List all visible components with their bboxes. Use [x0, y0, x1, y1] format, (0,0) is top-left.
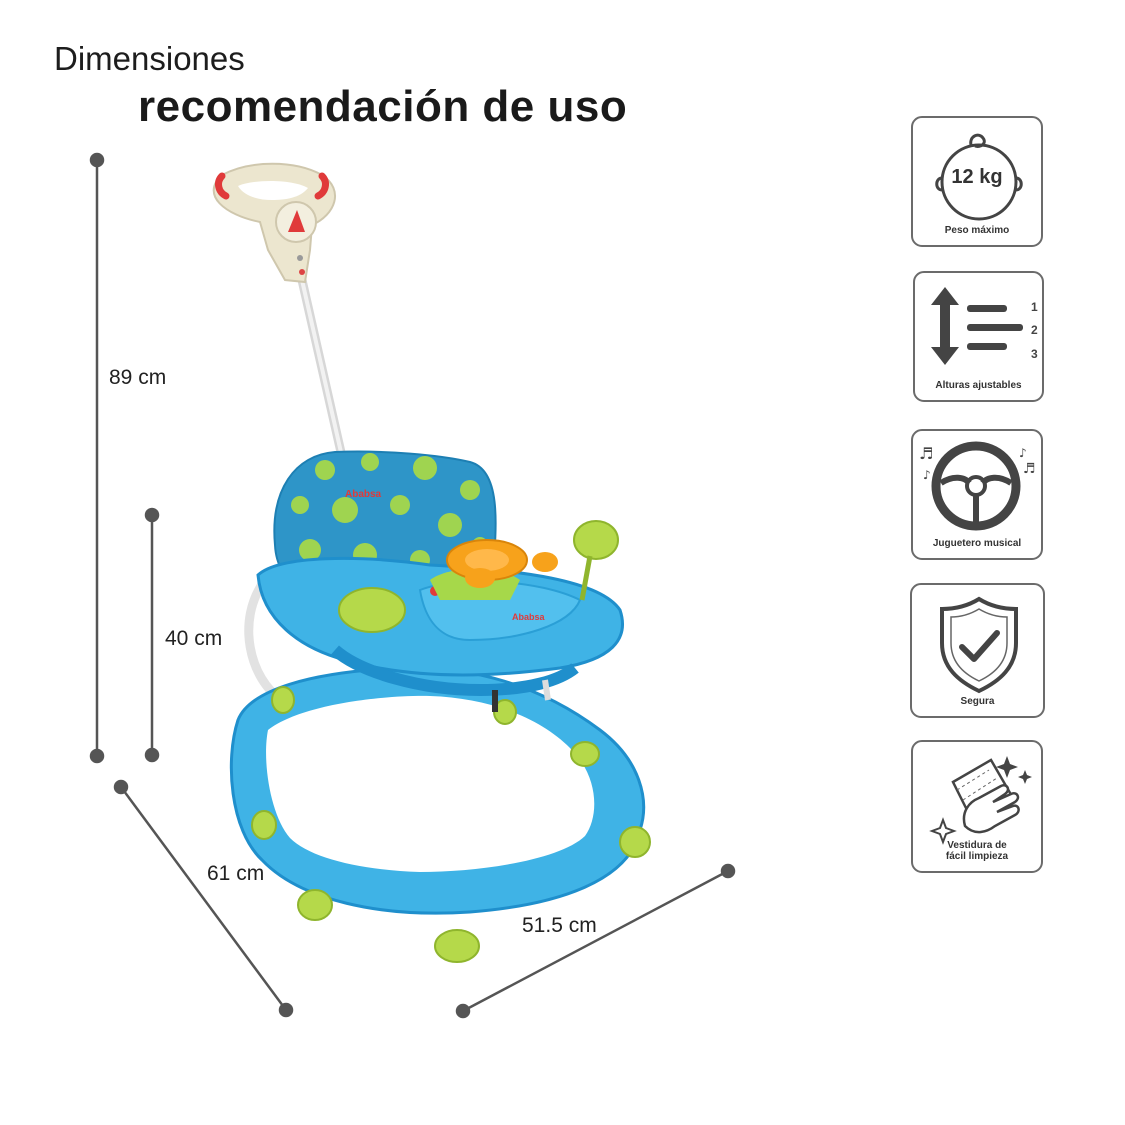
feature-safe: Segura [910, 583, 1045, 718]
shield-check-icon [940, 596, 1018, 694]
max-weight-label: Peso máximo [944, 225, 1010, 236]
height-level-2: 2 [1031, 323, 1038, 337]
heading-recomendacion: recomendación de uso [138, 82, 628, 131]
feature-easy-clean: Vestidura de fácil limpieza [911, 740, 1043, 873]
easy-clean-label-line1: Vestidura de [947, 840, 1007, 851]
dimension-width: 51.5 cm [522, 914, 597, 937]
easy-clean-label-line2: fácil limpieza [945, 851, 1009, 862]
cleaning-hand-icon [929, 756, 1032, 845]
svg-text:Ababsa: Ababsa [345, 489, 382, 500]
height-level-3: 3 [1031, 347, 1038, 361]
adjustable-heights-label: Alturas ajustables [935, 380, 1022, 391]
safe-label: Segura [960, 696, 995, 707]
adjustable-height-icon [931, 287, 1023, 365]
dimension-depth: 61 cm [207, 862, 265, 885]
feature-musical-toy: ♬ ♪ ♪ ♬ Juguetero musical [911, 429, 1043, 560]
svg-text:♪: ♪ [1019, 446, 1027, 460]
svg-text:♪: ♪ [923, 468, 931, 482]
svg-text:♬: ♬ [919, 444, 933, 463]
width-51-line [462, 869, 729, 1013]
height-level-1: 1 [1031, 300, 1038, 314]
max-weight-value: 12 kg [951, 166, 1003, 188]
dimension-total-height: 89 cm [109, 366, 167, 389]
baby-face-icon [935, 133, 1023, 221]
dimension-seat-height: 40 cm [165, 627, 223, 650]
depth-61-line [119, 786, 288, 1011]
svg-text:Ababsa: Ababsa [512, 612, 546, 622]
feature-max-weight: 12 kg Peso máximo [911, 116, 1043, 247]
steering-wheel-music-icon: ♬ ♪ ♪ ♬ [919, 441, 1036, 531]
heading-dimensiones: Dimensiones [54, 40, 245, 77]
musical-toy-label: Juguetero musical [932, 538, 1022, 549]
svg-text:♬: ♬ [1023, 461, 1036, 477]
feature-adjustable-heights: 1 2 3 Alturas ajustables [913, 271, 1044, 402]
